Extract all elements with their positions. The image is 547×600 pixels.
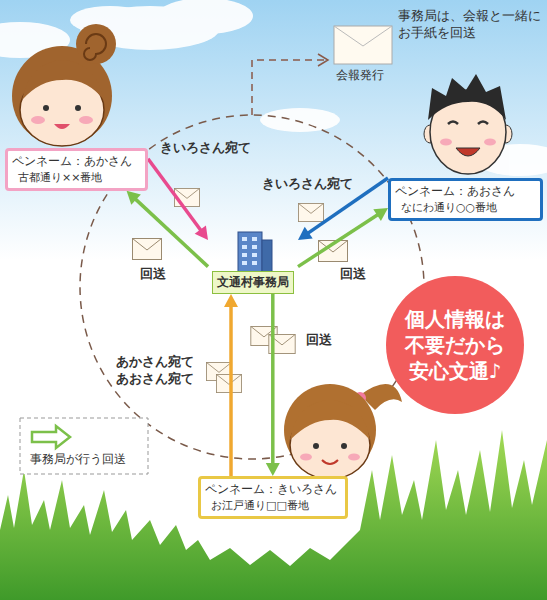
arrow-head <box>266 463 280 476</box>
legend-text: 事務局が行う回送 <box>30 452 126 468</box>
arrow-shaft <box>148 159 202 232</box>
arrow-shaft <box>229 304 233 476</box>
arrow-head <box>127 191 141 205</box>
arrow-shaft <box>134 198 208 267</box>
office-node: 文通村事務局 <box>208 222 298 294</box>
edge-label: 回送 <box>140 266 166 283</box>
office-label: 文通村事務局 <box>212 271 294 294</box>
flow-arrow <box>148 159 208 240</box>
pen-name: ペンネーム：あかさん <box>12 153 141 170</box>
callout-text: 個人情報は不要だから安心文通♪ <box>404 306 506 384</box>
arrow-shaft <box>271 294 275 466</box>
newsletter-line <box>252 54 328 115</box>
arrow-head <box>224 294 238 307</box>
aka-face <box>12 24 116 146</box>
newsletter-envelope <box>334 26 392 64</box>
ao-face <box>424 74 512 174</box>
flow-arrow <box>266 294 280 476</box>
note-text: 事務局は、会報と一緒にお手紙を回送 <box>398 8 545 42</box>
flow-arrow <box>127 191 208 267</box>
pen-name: ペンネーム：きいろさん <box>205 481 341 498</box>
office-building <box>238 232 272 274</box>
arrow-head <box>373 208 388 221</box>
arrow-shaft <box>298 213 380 266</box>
edge-label: きいろさん宛て <box>160 140 251 157</box>
edge-label: 回送 <box>340 266 366 283</box>
penpal-box: ペンネーム：きいろさんお江戸通り□□番地 <box>198 476 348 519</box>
kiiro-face <box>284 384 402 479</box>
edge-label: あかさん宛て あおさん宛て <box>116 354 208 388</box>
flow-arrow <box>224 294 238 476</box>
penpal-box: ペンネーム：あかさん古都通り××番地 <box>5 148 148 191</box>
edge-label: きいろさん宛て <box>262 176 353 193</box>
flow-arrow <box>298 208 388 267</box>
circle-fill <box>386 276 524 414</box>
address: 古都通り××番地 <box>12 170 141 185</box>
newsletter-label: 会報発行 <box>336 68 384 84</box>
arrow-head <box>298 227 313 240</box>
edge-label: 回送 <box>306 332 332 349</box>
pen-name: ペンネーム：あおさん <box>395 183 536 200</box>
arrow-head <box>195 225 208 240</box>
sky <box>0 0 547 260</box>
address: なにわ通り○○番地 <box>395 200 536 215</box>
penpal-box: ペンネーム：あおさんなにわ通り○○番地 <box>388 178 543 221</box>
callout-circle: 個人情報は不要だから安心文通♪ <box>386 276 524 414</box>
address: お江戸通り□□番地 <box>205 498 341 513</box>
legend-box <box>20 418 148 474</box>
